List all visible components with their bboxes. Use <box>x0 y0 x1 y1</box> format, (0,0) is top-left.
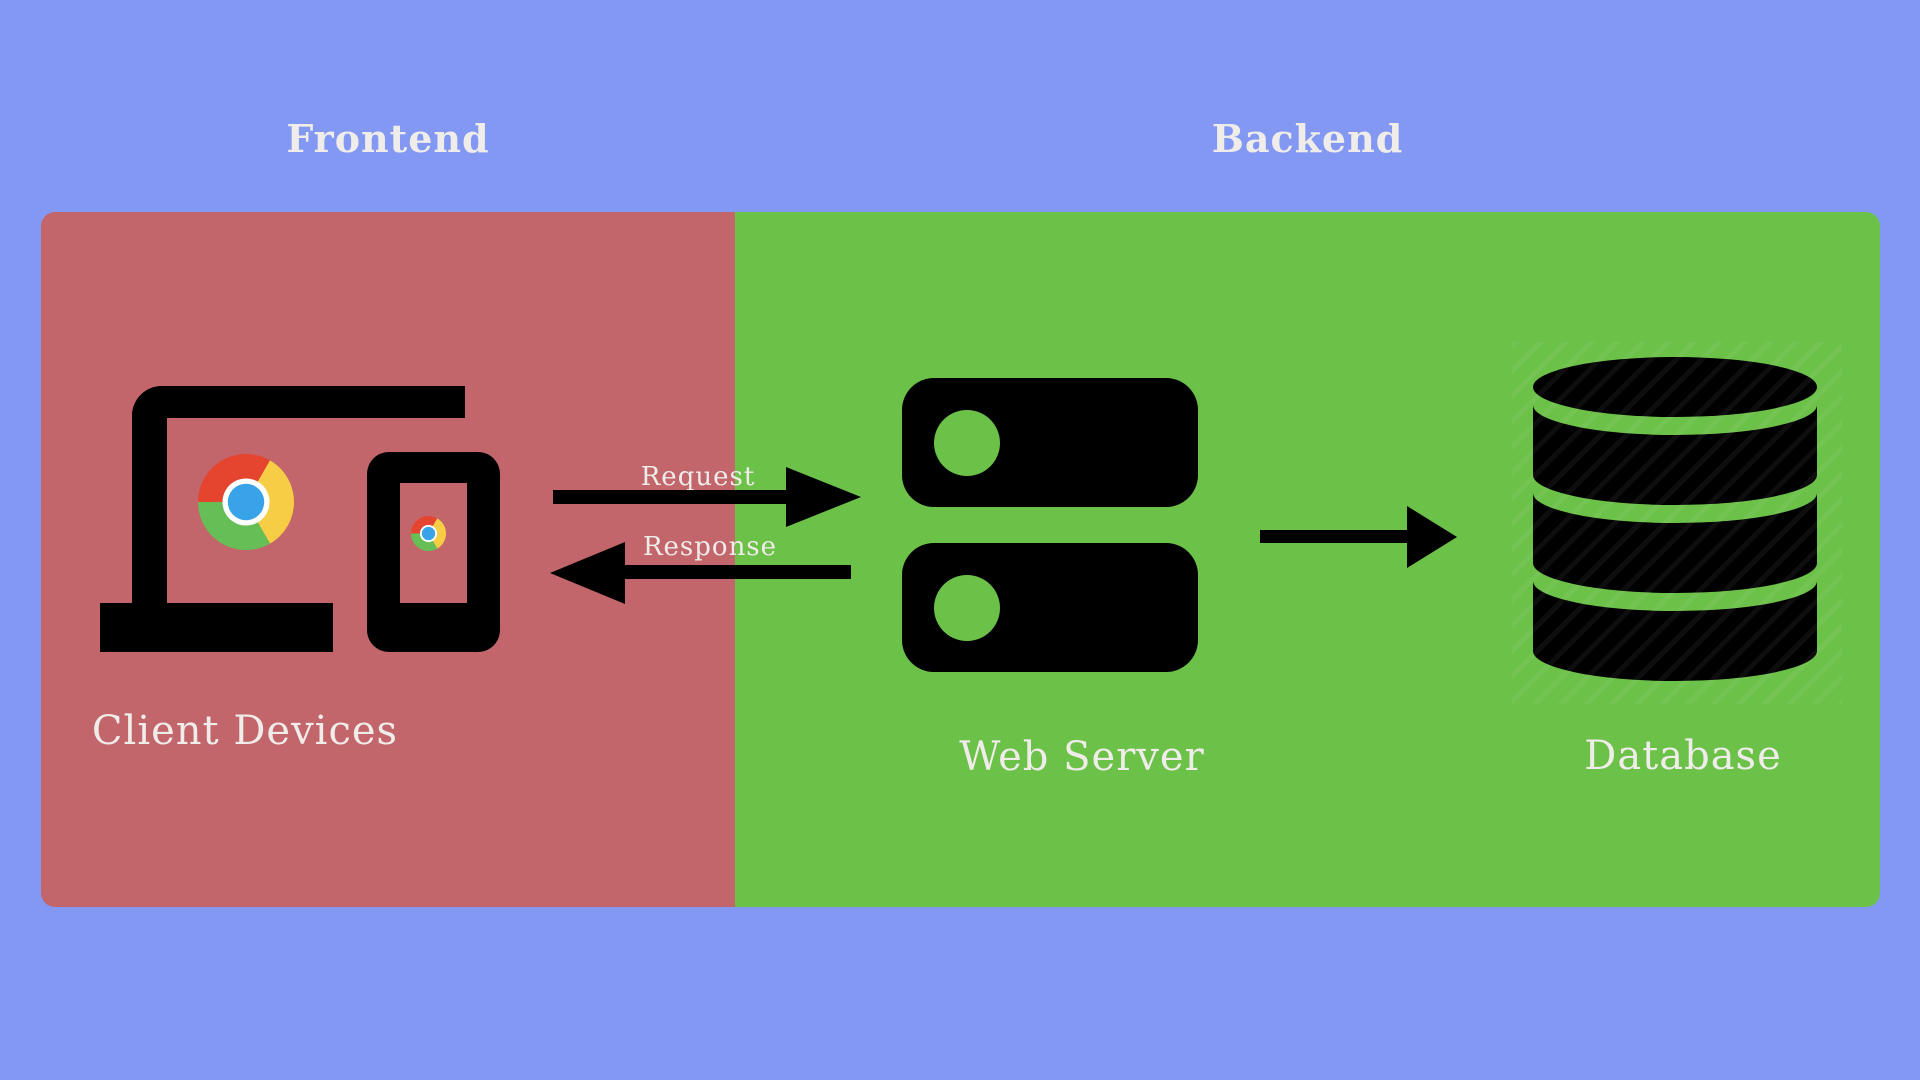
request-arrowhead-icon <box>786 467 861 527</box>
backend-heading: Backend <box>1211 116 1404 161</box>
server-unit-bottom-icon <box>902 543 1198 672</box>
request-arrow-label: Request <box>640 462 756 492</box>
laptop-base-icon <box>100 603 333 652</box>
server-unit-top-icon <box>902 378 1198 507</box>
request-arrow <box>553 490 786 504</box>
frontend-heading: Frontend <box>286 116 490 161</box>
response-arrowhead-icon <box>550 542 625 604</box>
response-arrow <box>625 565 851 579</box>
server-led-icon <box>934 574 1000 641</box>
chrome-logo-icon <box>198 454 294 550</box>
server-to-database-arrow <box>1260 530 1407 543</box>
database-label: Database <box>1584 733 1782 779</box>
database-icon <box>1533 357 1817 681</box>
server-to-database-arrowhead-icon <box>1407 506 1457 568</box>
chrome-logo-small-icon <box>411 516 446 551</box>
response-arrow-label: Response <box>642 532 778 562</box>
laptop-icon <box>132 386 465 603</box>
server-led-icon <box>934 409 1000 476</box>
web-server-label: Web Server <box>959 734 1205 780</box>
client-devices-label: Client Devices <box>91 708 399 754</box>
smartphone-icon <box>367 452 500 652</box>
